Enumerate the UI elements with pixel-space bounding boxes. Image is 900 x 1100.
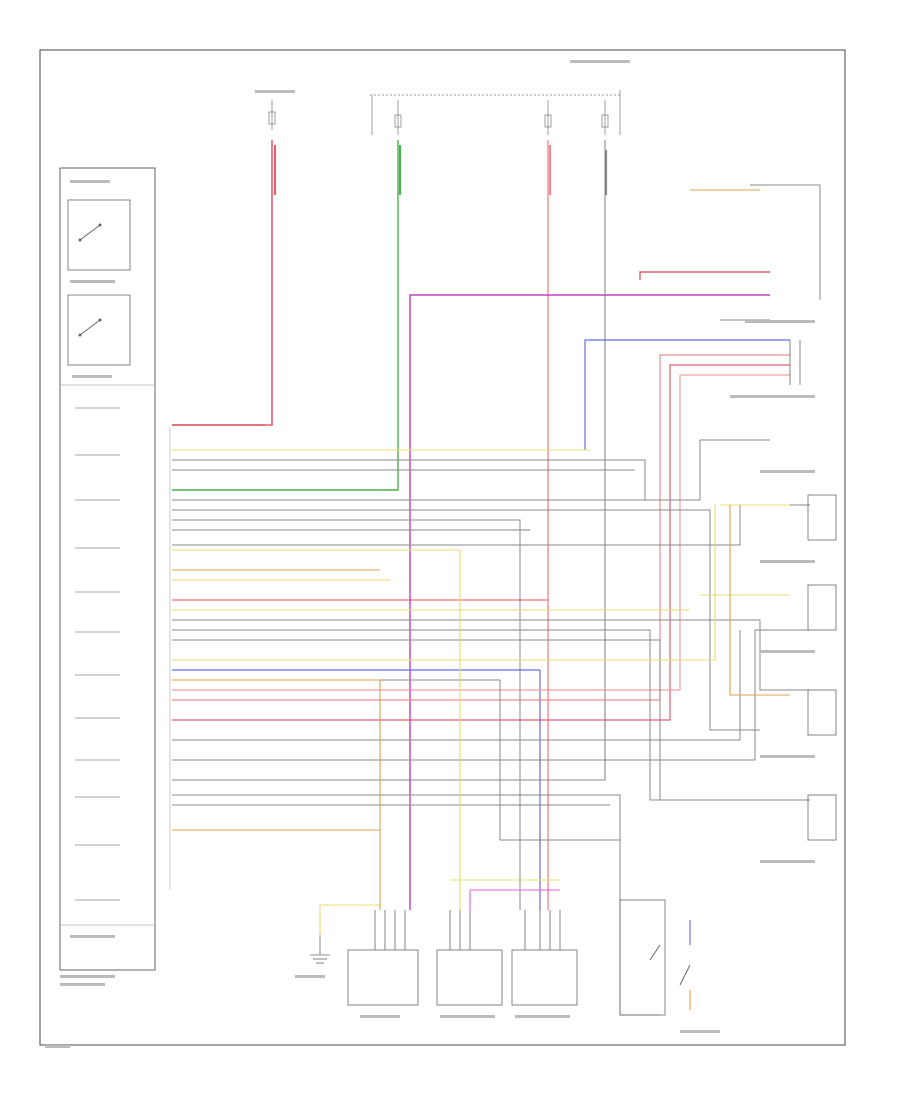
sensor-connector-3: [807, 689, 837, 736]
connector-right: [511, 949, 578, 1006]
sensor-connector-1: [807, 494, 837, 541]
tiny-labels: [45, 60, 815, 1048]
fuse-icon: [601, 114, 609, 128]
wire-drops: [273, 145, 608, 195]
wire-red-right-2: [172, 364, 790, 721]
bottom-components: [310, 899, 691, 1016]
fuse-icon: [544, 114, 552, 128]
sensor-connector-2: [807, 584, 837, 631]
connector-left: [347, 949, 419, 1006]
wire-gray-feed: [172, 140, 606, 781]
relay-box: [619, 899, 666, 1016]
wire-blue: [584, 339, 790, 450]
wire-red-feed: [172, 140, 273, 426]
wire-red-right-3: [172, 374, 790, 691]
fuse-icon: [268, 111, 276, 125]
right-sensors: [789, 340, 837, 841]
wire-green-feed: [172, 140, 399, 491]
fuse-icon: [394, 114, 402, 128]
connector-mid: [436, 949, 503, 1006]
wire-purple-upper: [639, 271, 770, 280]
switch-box-2: [67, 294, 131, 366]
control-module: [59, 167, 156, 971]
wire-red-right-1: [172, 354, 790, 701]
switch-box-1: [67, 199, 131, 271]
wire-pink-feed: [172, 140, 549, 601]
wire-orange: [172, 189, 790, 910]
wire-magenta: [409, 294, 770, 910]
sensor-connector-4: [807, 794, 837, 841]
switch-icon: [679, 964, 691, 986]
diagram-border: [39, 49, 846, 1046]
wire-yellow: [172, 449, 790, 935]
wire-gray-bus: [172, 184, 821, 1016]
switch-icon: [649, 944, 661, 961]
fuse-supplies: [268, 90, 621, 135]
wire-violet-lower: [469, 889, 560, 910]
ground-icon: [310, 935, 330, 964]
